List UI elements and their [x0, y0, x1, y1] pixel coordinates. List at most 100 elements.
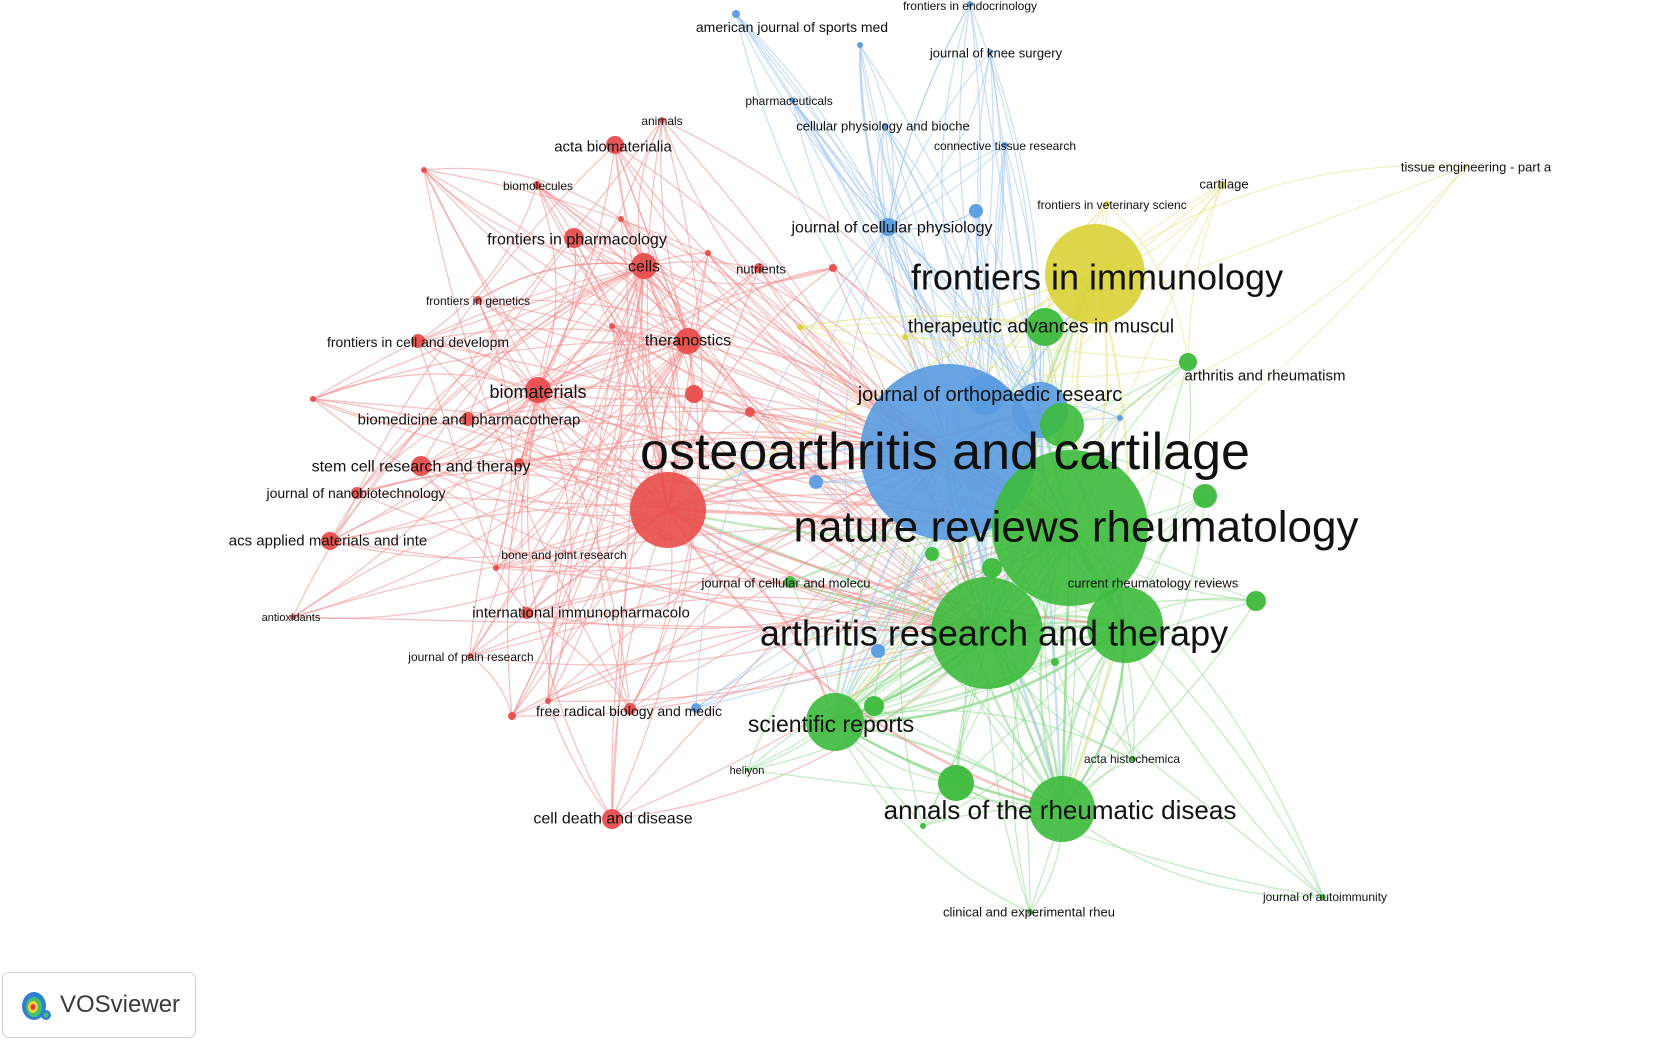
node-x10[interactable]: [545, 698, 551, 704]
node-the[interactable]: [675, 328, 701, 354]
label-jks: journal of knee surgery: [929, 46, 1063, 61]
node-ah[interactable]: [1130, 756, 1136, 762]
node-x11[interactable]: [508, 712, 516, 720]
node-ab[interactable]: [606, 136, 624, 154]
label-car: cartilage: [1199, 177, 1248, 192]
node-car[interactable]: [1218, 181, 1226, 189]
node-cdd[interactable]: [602, 809, 622, 829]
node-fip[interactable]: [564, 228, 584, 248]
node-bjr[interactable]: [514, 458, 524, 468]
node-jau[interactable]: [1320, 894, 1326, 900]
node-cpb[interactable]: [882, 123, 888, 129]
network-edge: [469, 389, 539, 657]
node-bm[interactable]: [533, 181, 541, 189]
node-x20[interactable]: [920, 823, 926, 829]
node-x3[interactable]: [310, 396, 316, 402]
node-acs[interactable]: [321, 532, 339, 550]
node-hel[interactable]: [745, 768, 749, 772]
node-sr[interactable]: [806, 693, 864, 751]
node-bio[interactable]: [525, 377, 551, 403]
node-x25[interactable]: [691, 703, 701, 713]
node-x16[interactable]: [864, 696, 884, 716]
node-x6[interactable]: [705, 250, 711, 256]
node-fig[interactable]: [474, 296, 482, 304]
node-x28[interactable]: [797, 324, 803, 330]
node-x4[interactable]: [421, 167, 427, 173]
node-x19[interactable]: [1051, 658, 1059, 666]
node-x5[interactable]: [618, 216, 624, 222]
node-ard[interactable]: [1029, 776, 1095, 842]
label-jcm: journal of cellular and molecu: [700, 576, 870, 591]
network-edge: [975, 210, 990, 396]
node-jpr[interactable]: [467, 653, 473, 659]
node-tam[interactable]: [1026, 308, 1064, 346]
node-x29[interactable]: [902, 334, 908, 340]
network-edge: [467, 237, 575, 420]
network-edge: [884, 125, 997, 634]
node-jcm[interactable]: [784, 576, 796, 588]
node-x24[interactable]: [969, 204, 983, 218]
node-x27[interactable]: [1117, 415, 1123, 421]
label-jpr: journal of pain research: [407, 650, 533, 664]
node-cer[interactable]: [1027, 909, 1033, 915]
node-jcp[interactable]: [879, 218, 897, 236]
node-fvs[interactable]: [1104, 201, 1110, 207]
node-iip[interactable]: [521, 607, 533, 619]
network-edge: [1061, 600, 1257, 810]
network-edge: [667, 267, 834, 511]
node-jnb[interactable]: [351, 487, 363, 499]
node-ctr[interactable]: [1002, 142, 1008, 148]
label-frb: free radical biology and medic: [536, 703, 722, 719]
node-x23[interactable]: [871, 644, 885, 658]
node-x14[interactable]: [1193, 484, 1217, 508]
label-acs: acs applied materials and inte: [229, 533, 427, 550]
node-fie[interactable]: [967, 1, 973, 7]
node-x9[interactable]: [493, 565, 499, 571]
label-ctr: connective tissue research: [934, 139, 1076, 153]
node-ar[interactable]: [1179, 353, 1197, 371]
node-pha[interactable]: [789, 97, 795, 103]
network-edge: [547, 325, 622, 702]
node-nrr[interactable]: [992, 450, 1148, 606]
network-edge: [887, 3, 971, 228]
label-fcd: frontiers in cell and developm: [327, 334, 509, 350]
node-tep[interactable]: [1463, 165, 1467, 169]
node-x2[interactable]: [745, 407, 755, 417]
label-ams: american journal of sports med: [696, 19, 888, 35]
node-x1[interactable]: [685, 385, 703, 403]
node-jks[interactable]: [987, 49, 993, 55]
node-cel[interactable]: [631, 253, 657, 279]
node-bmp[interactable]: [461, 412, 475, 426]
node-ani[interactable]: [659, 117, 665, 123]
node-x15[interactable]: [1246, 591, 1266, 611]
node-x21[interactable]: [965, 375, 1005, 415]
label-ah: acta histochemica: [1084, 752, 1180, 766]
node-x12[interactable]: [1040, 403, 1084, 447]
node-x8[interactable]: [609, 323, 615, 329]
node-fim[interactable]: [1045, 224, 1145, 324]
node-scr[interactable]: [411, 456, 431, 476]
network-edge: [887, 144, 1006, 228]
node-ant[interactable]: [290, 614, 296, 620]
node-x13[interactable]: [938, 765, 974, 801]
network-edge: [844, 226, 889, 652]
node-x7[interactable]: [829, 264, 837, 272]
network-edge: [620, 218, 988, 634]
network-edge: [814, 226, 889, 483]
node-fcd[interactable]: [411, 334, 425, 348]
node-art[interactable]: [931, 577, 1043, 689]
node-crr[interactable]: [1087, 587, 1163, 663]
node-x18[interactable]: [925, 547, 939, 561]
label-iip: international immunopharmacolo: [472, 605, 690, 622]
node-nut[interactable]: [754, 263, 764, 273]
node-x22[interactable]: [809, 475, 823, 489]
node-ams[interactable]: [732, 10, 740, 18]
network-edge: [969, 3, 1041, 411]
node-ijm[interactable]: [630, 472, 706, 548]
node-frb[interactable]: [624, 703, 636, 715]
node-x17[interactable]: [982, 558, 1002, 578]
network-edge: [536, 184, 645, 267]
network-edge: [643, 265, 834, 285]
network-edge: [423, 169, 988, 634]
node-x26[interactable]: [857, 42, 863, 48]
